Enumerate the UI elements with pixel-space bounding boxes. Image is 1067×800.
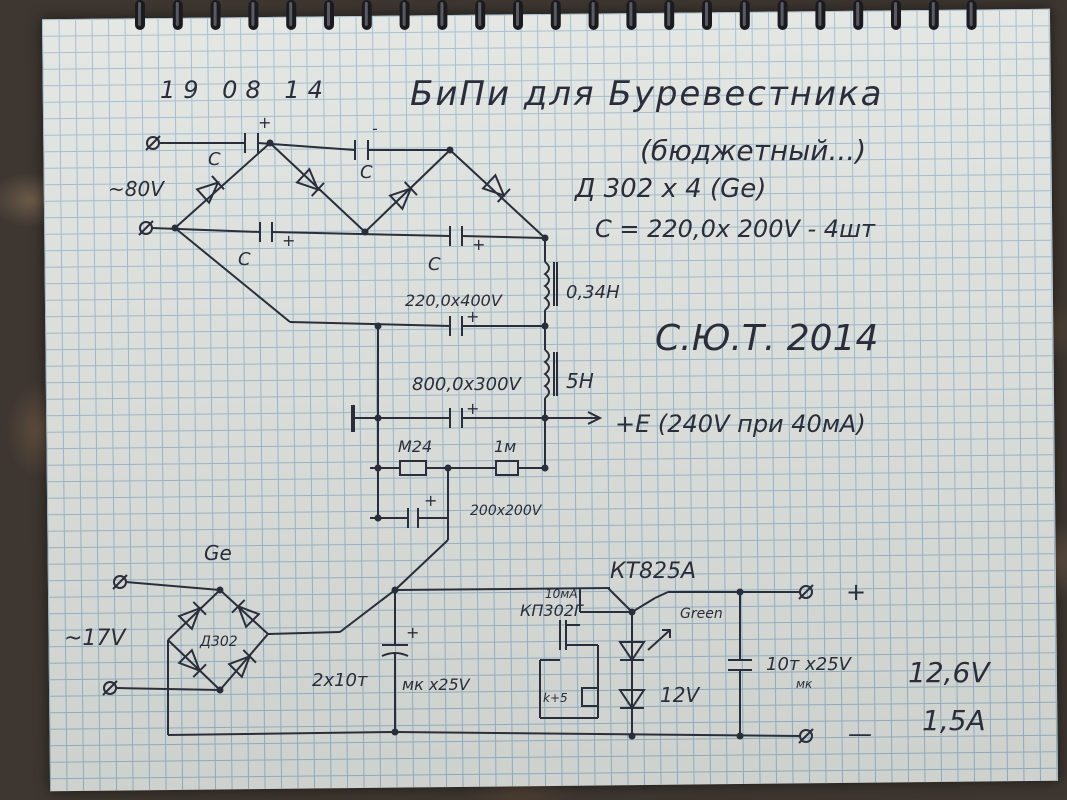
choke2-label: 5H bbox=[566, 369, 594, 393]
choke1-label: 0,34H bbox=[566, 282, 620, 303]
bridge-diodes-label: Д302 bbox=[199, 634, 238, 650]
out-plus-label: + bbox=[846, 578, 866, 606]
plus-c4: + bbox=[472, 235, 485, 254]
spiral-ring bbox=[324, 0, 334, 30]
spiral-ring bbox=[966, 0, 977, 30]
cap-label-c3: C bbox=[238, 249, 251, 270]
transistor-label: КТ825А bbox=[610, 559, 696, 584]
spiral-binding bbox=[135, 0, 977, 30]
spiral-ring bbox=[475, 0, 486, 30]
hv-output-label: +E (240V при 40мА) bbox=[615, 410, 866, 438]
plus-cap1: + bbox=[466, 307, 479, 326]
fet-label: КП302Г bbox=[520, 601, 584, 620]
hv-diode-4 bbox=[482, 174, 511, 204]
cap-input-rating: мк x25V bbox=[402, 675, 471, 694]
hv-wiring bbox=[138, 133, 603, 591]
spiral-ring bbox=[437, 0, 448, 30]
page-subtitle: (бюджетный...) bbox=[640, 134, 866, 167]
spiral-ring bbox=[739, 0, 750, 30]
lv-input-label: ~17V bbox=[64, 626, 127, 651]
hv-diode-1 bbox=[196, 174, 225, 204]
spiral-ring bbox=[513, 0, 523, 30]
plus-cap2: + bbox=[466, 399, 479, 418]
spiral-ring bbox=[550, 0, 561, 30]
res2-label: 1м bbox=[494, 437, 516, 456]
page-title: БиПи для Буревестника bbox=[410, 74, 884, 114]
plus-c1: + bbox=[258, 113, 271, 132]
cap1-label: 220,0x400V bbox=[405, 291, 503, 310]
out-current-label: 1,5A bbox=[922, 704, 986, 737]
spiral-ring bbox=[777, 0, 788, 30]
caps-note: C = 220,0x 200V - 4шт bbox=[595, 215, 876, 243]
spiral-ring bbox=[361, 0, 372, 30]
plus-c3: + bbox=[282, 231, 295, 250]
cap-label-c1: C bbox=[208, 149, 221, 170]
cap-input-plus: + bbox=[406, 623, 419, 642]
spiral-ring bbox=[664, 0, 675, 30]
signature: С.Ю.Т. 2014 bbox=[655, 318, 878, 359]
cap-output-label: 10т x25V bbox=[766, 654, 853, 675]
hv-input-label: ~80V bbox=[108, 177, 165, 201]
led-label: Green bbox=[680, 606, 723, 622]
diodes-note: Д 302 x 4 (Ge) bbox=[574, 174, 766, 204]
cap-label-c2: C bbox=[360, 162, 373, 183]
zener-label: 12V bbox=[660, 683, 700, 707]
cap2-label: 800,0x300V bbox=[412, 374, 523, 395]
bridge-type-label: Ge bbox=[204, 541, 232, 565]
cap-input-label: 2x10т bbox=[312, 670, 368, 691]
spiral-ring bbox=[853, 0, 864, 30]
cap-output-unit: мк bbox=[796, 677, 813, 691]
out-voltage-label: 12,6V bbox=[908, 656, 991, 689]
spiral-ring bbox=[286, 0, 297, 30]
resistor-label: k+5 bbox=[543, 691, 568, 705]
spiral-ring bbox=[248, 0, 259, 30]
spiral-ring bbox=[626, 0, 637, 30]
out-minus-label: — bbox=[848, 720, 872, 748]
res1-label: M24 bbox=[398, 437, 432, 456]
lv-wiring bbox=[102, 574, 814, 744]
date-text: 19 08 14 bbox=[160, 76, 331, 104]
spiral-ring bbox=[135, 0, 145, 30]
spiral-ring bbox=[891, 0, 901, 30]
cap-label-c4: C bbox=[428, 254, 441, 275]
spiral-ring bbox=[210, 0, 221, 30]
minus-c2: - bbox=[372, 119, 378, 138]
spiral-ring bbox=[172, 0, 183, 30]
plus-cap3: + bbox=[424, 491, 437, 510]
cap3-label: 200x200V bbox=[470, 503, 543, 519]
spiral-ring bbox=[588, 0, 599, 30]
spiral-ring bbox=[399, 0, 410, 30]
spiral-ring bbox=[815, 0, 826, 30]
current-label: 10мА bbox=[545, 587, 578, 601]
spiral-ring bbox=[702, 0, 712, 30]
spiral-ring bbox=[928, 0, 939, 30]
